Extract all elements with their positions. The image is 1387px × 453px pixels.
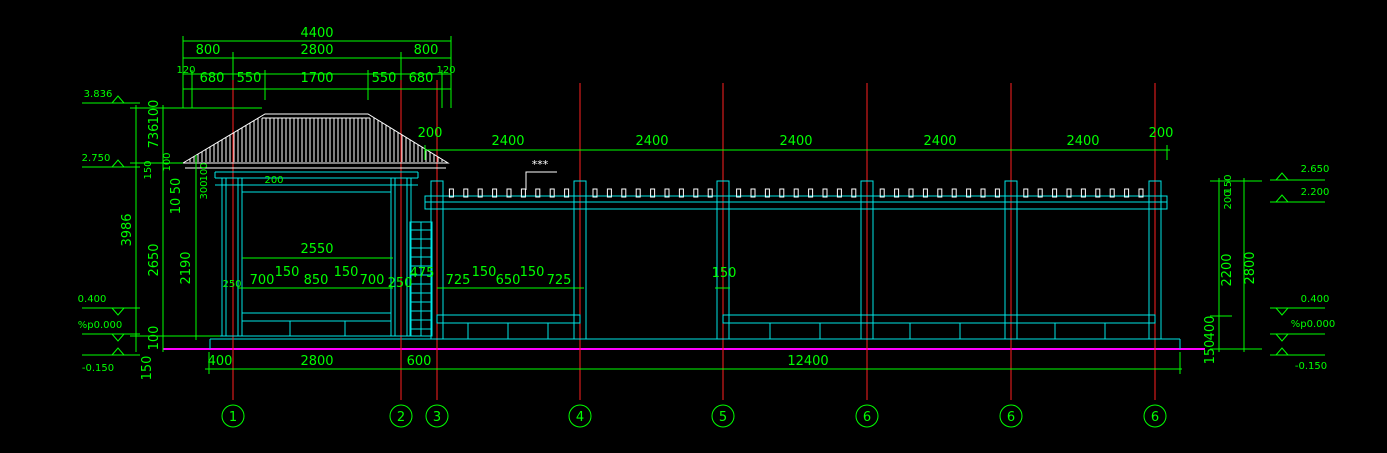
- top-dimensions: [182, 36, 1170, 160]
- dim-p1: 475: [410, 266, 435, 281]
- level-right-3: 0.400: [1301, 294, 1330, 305]
- dim-cor-seg-2: 150: [472, 265, 497, 280]
- level-left-2: 2.750: [82, 153, 111, 164]
- dim-cor-seg-3: 650: [496, 273, 521, 288]
- axis-label-4: 4: [576, 410, 584, 425]
- dim-left-3986: 3986: [120, 213, 135, 246]
- dim-bottom-4: 12400: [787, 354, 828, 369]
- level-left-1: 3.836: [84, 89, 113, 100]
- dim-row3-c: 550: [237, 71, 262, 86]
- axis-label-2: 2: [397, 410, 405, 425]
- dim-row3-g: 120: [436, 65, 455, 76]
- dim-right-150: 150: [1203, 340, 1218, 365]
- dim-row3-a: 120: [176, 65, 195, 76]
- dim-bottom-1: 400: [208, 354, 233, 369]
- dim-pav-seg-4: 150: [334, 265, 359, 280]
- level-right-4: %p0.000: [1291, 319, 1335, 330]
- dim-left-2650: 2650: [147, 243, 162, 276]
- dim-row3-f: 680: [409, 71, 434, 86]
- level-left-5: -0.150: [82, 363, 114, 374]
- axis-label-7: 6: [1007, 410, 1015, 425]
- dim-right-150-top: 150: [1223, 174, 1234, 193]
- dim-row2-a: 800: [196, 43, 221, 58]
- axis-label-6: 6: [863, 410, 871, 425]
- axis-label-3: 3: [433, 410, 441, 425]
- dim-left-736: 736: [147, 124, 162, 149]
- dim-cor-seg-1: 725: [446, 273, 471, 288]
- dim-row3-e: 550: [372, 71, 397, 86]
- dim-left-stack-100a: 100: [162, 152, 173, 171]
- corridor-structure: [424, 180, 1168, 340]
- dim-left-stack-100b: 100: [199, 162, 210, 181]
- dim-cor-seg-4: 150: [520, 265, 545, 280]
- dim-bottom-2: 2800: [300, 354, 333, 369]
- level-left-3: 0.400: [78, 294, 107, 305]
- dim-pav-seg-5: 700: [360, 273, 385, 288]
- dim-bracket: 200: [264, 175, 283, 186]
- axis-label-5: 5: [719, 410, 727, 425]
- left-dimensions: [82, 95, 262, 356]
- dim-row2-c: 800: [414, 43, 439, 58]
- dim-row2-b: 2800: [300, 43, 333, 58]
- dim-right-400: 400: [1203, 316, 1218, 341]
- level-right-2: 2.200: [1301, 187, 1330, 198]
- dim-row3-b: 680: [200, 71, 225, 86]
- dim-left-100-top: 100: [147, 100, 162, 125]
- axis-label-8: 6: [1151, 410, 1159, 425]
- dim-left-2190: 2190: [179, 251, 194, 284]
- dim-bay-1: 2400: [491, 134, 524, 149]
- dim-bottom-3: 600: [407, 354, 432, 369]
- axis-bubbles: [221, 404, 1167, 428]
- level-left-4: %p0.000: [78, 320, 122, 331]
- dim-total-width: 4400: [300, 26, 333, 41]
- dim-edge-left: 200: [418, 126, 443, 141]
- label-leader: [525, 171, 557, 190]
- dim-left-10: 10: [169, 198, 184, 215]
- lattice-screen: [409, 221, 433, 337]
- right-dimensions: [1210, 172, 1325, 356]
- dim-bay-2: 2400: [635, 134, 668, 149]
- dim-bay-3: 2400: [779, 134, 812, 149]
- dim-pav-seg-1: 700: [250, 273, 275, 288]
- pavilion-roof: [181, 113, 450, 169]
- dim-left-stack-300: 300: [199, 180, 210, 199]
- dim-right-2800: 2800: [1243, 251, 1258, 284]
- dim-left-stack-150: 150: [143, 160, 154, 179]
- dim-cor-seg-5: 725: [547, 273, 572, 288]
- dim-edge-right: 200: [1149, 126, 1174, 141]
- dim-col-gap: 250: [388, 276, 413, 291]
- dim-pav-seg-3: 850: [304, 273, 329, 288]
- dim-bay-4: 2400: [923, 134, 956, 149]
- axis-label-1: 1: [229, 410, 237, 425]
- dim-left-150: 150: [140, 356, 155, 381]
- dim-row3-d: 1700: [300, 71, 333, 86]
- dim-mid-150: 150: [712, 266, 737, 281]
- dim-bay-5: 2400: [1066, 134, 1099, 149]
- dim-left-50: 50: [169, 178, 184, 195]
- dim-right-2200: 2200: [1220, 253, 1235, 286]
- inner-dimensions: [238, 257, 730, 289]
- dim-left-100-bottom: 100: [147, 326, 162, 351]
- level-right-5: -0.150: [1295, 361, 1327, 372]
- dim-pav-seg-2: 150: [275, 265, 300, 280]
- label-tag: ***: [532, 158, 549, 171]
- bottom-dimensions: [205, 352, 1182, 374]
- dim-right-200: 200: [1223, 190, 1234, 209]
- level-right-1: 2.650: [1301, 164, 1330, 175]
- dim-span: 2550: [300, 242, 333, 257]
- dim-seat-small: 250: [222, 279, 241, 290]
